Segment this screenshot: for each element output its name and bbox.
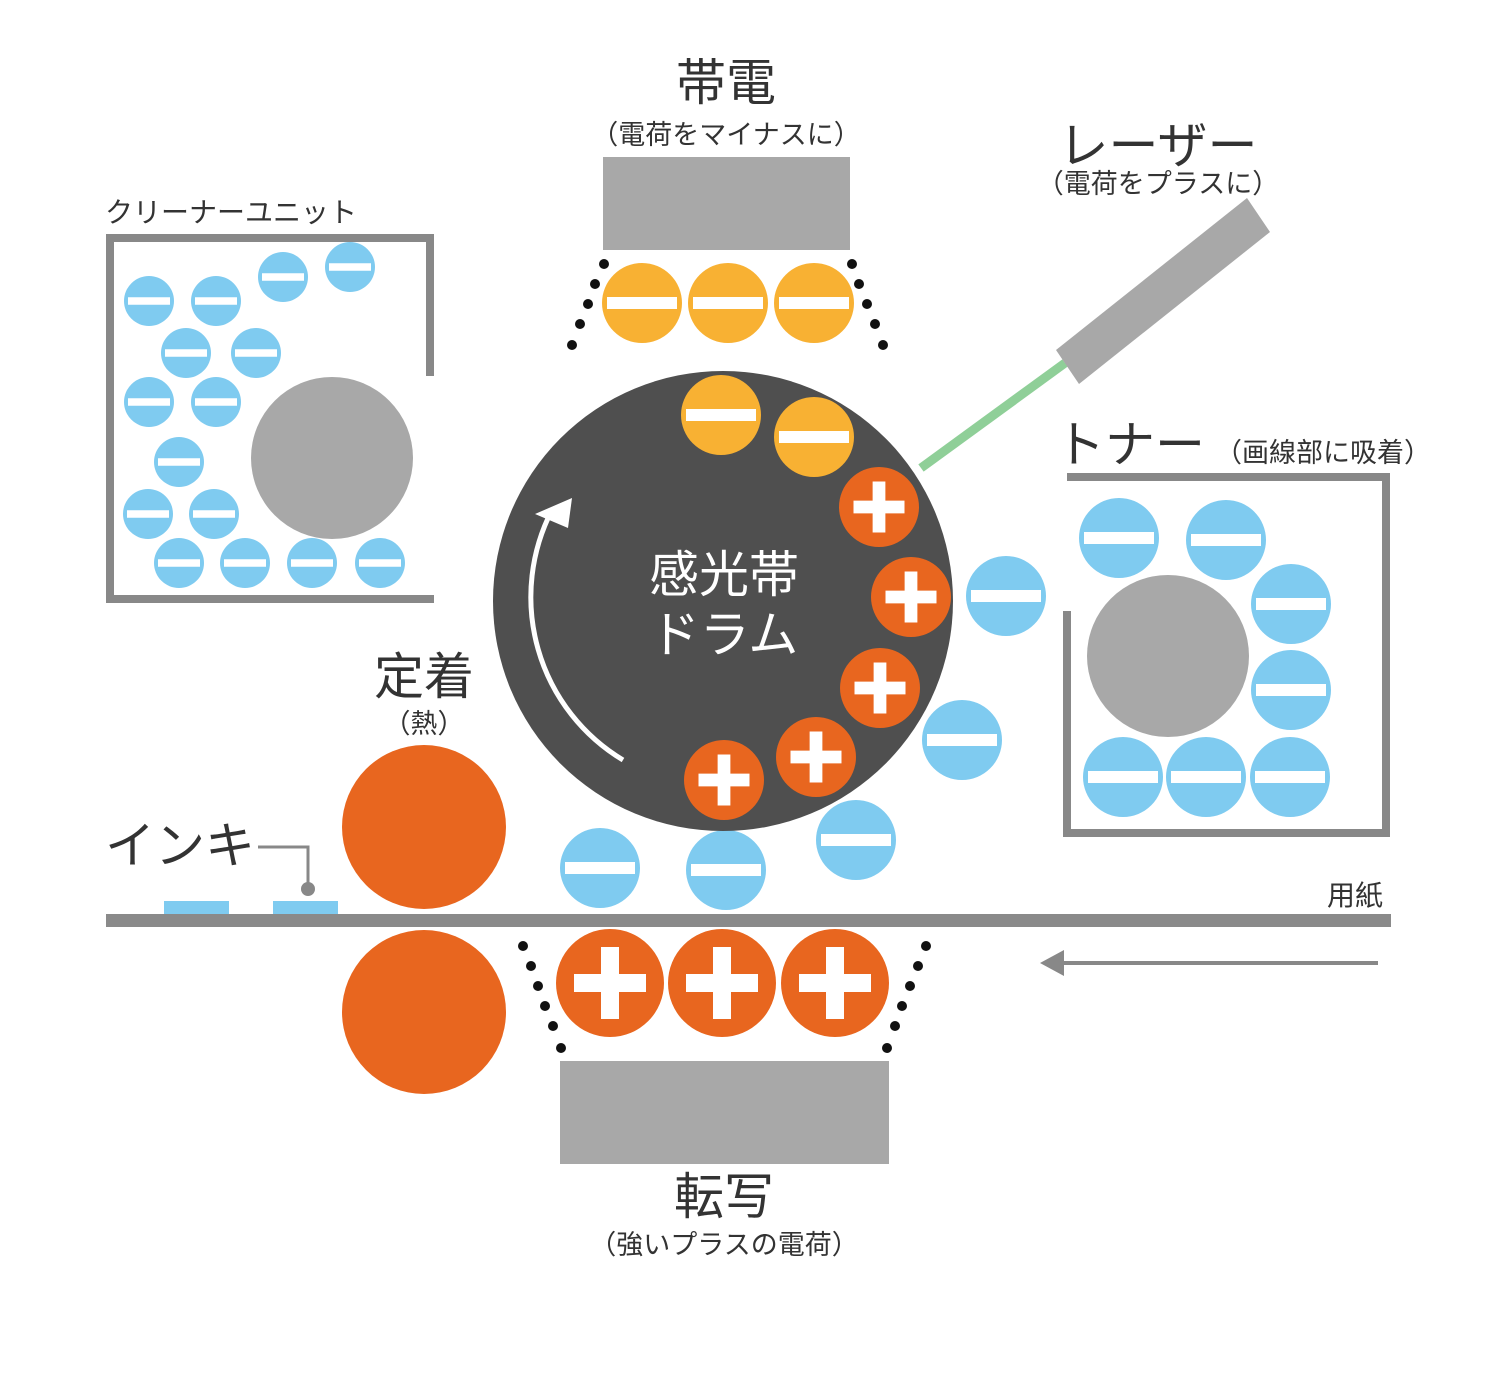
toner-title: トナー	[1055, 416, 1205, 474]
negative-charge	[602, 263, 682, 343]
toner-particle	[1251, 564, 1331, 644]
paper-direction-arrow	[1040, 950, 1378, 976]
toner-subtitle: （画線部に吸着）	[1215, 438, 1431, 469]
ink-deposit	[164, 901, 229, 914]
toner-flying-particles	[560, 556, 1046, 910]
paper-label: 用紙	[1327, 879, 1383, 912]
negative-charge	[688, 263, 768, 343]
fixing-subtitle: （熱）	[384, 709, 465, 740]
toner-particle	[1166, 737, 1246, 817]
positive-charge	[839, 467, 919, 547]
toner-particle	[154, 538, 204, 588]
toner-particle	[560, 828, 640, 908]
rotation-arrowhead	[535, 498, 572, 528]
drum-positive-charges	[684, 467, 951, 820]
toner-particle	[191, 377, 241, 427]
drum-label-line1: 感光帯	[649, 546, 799, 604]
toner-roller	[1087, 575, 1249, 737]
transfer-title: 転写	[674, 1168, 774, 1226]
toner-particle	[124, 276, 174, 326]
ink-leader-line	[258, 845, 310, 888]
negative-charge	[774, 263, 854, 343]
cleaner-roller	[251, 377, 413, 539]
toner-hopper-particles	[1079, 498, 1331, 817]
fixing-title: 定着	[374, 648, 474, 706]
laser-title: レーザー	[1059, 117, 1258, 175]
positive-charge	[684, 740, 764, 820]
transfer-unit	[560, 1061, 889, 1164]
positive-charge	[776, 717, 856, 797]
positive-charge	[781, 929, 889, 1037]
toner-particle	[191, 276, 241, 326]
cleaner-unit-label: クリーナーユニット	[105, 196, 357, 229]
laser-beam	[918, 359, 1068, 472]
negative-charge	[681, 375, 761, 455]
toner-particle	[1250, 737, 1330, 817]
toner-particle	[355, 538, 405, 588]
drum-body	[493, 371, 953, 831]
charging-dots-left	[567, 259, 609, 350]
toner-particle	[966, 556, 1046, 636]
toner-particle	[922, 700, 1002, 780]
drum-negative-charges	[681, 375, 854, 477]
fixing-roller-top	[342, 745, 506, 909]
toner-particle	[1079, 498, 1159, 578]
charging-dots-right	[847, 259, 888, 350]
photosensitive-drum: 感光帯 ドラム	[493, 371, 953, 831]
positive-charge	[556, 929, 664, 1037]
cleaner-toner-particles	[123, 242, 405, 588]
toner-particle	[123, 489, 173, 539]
positive-charge	[840, 648, 920, 728]
toner-particle	[325, 242, 375, 292]
toner-particle	[154, 437, 204, 487]
positive-charge	[871, 557, 951, 637]
cleaner-housing	[106, 234, 434, 603]
laser-subtitle: （電荷をプラスに）	[1037, 169, 1279, 200]
rotation-arrow	[528, 508, 625, 763]
charging-negative-charges	[602, 263, 854, 343]
charging-title: 帯電	[676, 54, 776, 112]
paper-sheet	[106, 914, 1391, 927]
drum-label-line2: ドラム	[650, 606, 799, 664]
charging-unit	[603, 157, 850, 250]
toner-particle	[124, 377, 174, 427]
positive-charge	[668, 929, 776, 1037]
laser-unit	[918, 198, 1270, 472]
transfer-positive-charges	[556, 929, 889, 1037]
toner-particle	[161, 328, 211, 378]
toner-particle	[258, 252, 308, 302]
cleaner-unit	[106, 234, 434, 603]
toner-particle	[1186, 500, 1266, 580]
transfer-dots-right	[882, 941, 931, 1053]
ink-leader-dot	[301, 882, 315, 896]
toner-housing	[1063, 473, 1390, 837]
ink-label: インキ	[105, 817, 255, 875]
ink-deposit	[273, 901, 338, 914]
laser-emitter	[1056, 198, 1270, 384]
charging-subtitle: （電荷をマイナスに）	[591, 120, 860, 151]
toner-particle	[189, 489, 239, 539]
transfer-subtitle: （強いプラスの電荷）	[589, 1230, 858, 1261]
toner-particle	[686, 830, 766, 910]
toner-particle	[231, 328, 281, 378]
toner-particle	[220, 538, 270, 588]
negative-charge	[774, 397, 854, 477]
toner-particle	[816, 800, 896, 880]
toner-particle	[1251, 650, 1331, 730]
toner-particle	[1083, 737, 1163, 817]
fixing-roller-bottom	[342, 930, 506, 1094]
transfer-dots-left	[518, 941, 566, 1053]
toner-particle	[287, 538, 337, 588]
